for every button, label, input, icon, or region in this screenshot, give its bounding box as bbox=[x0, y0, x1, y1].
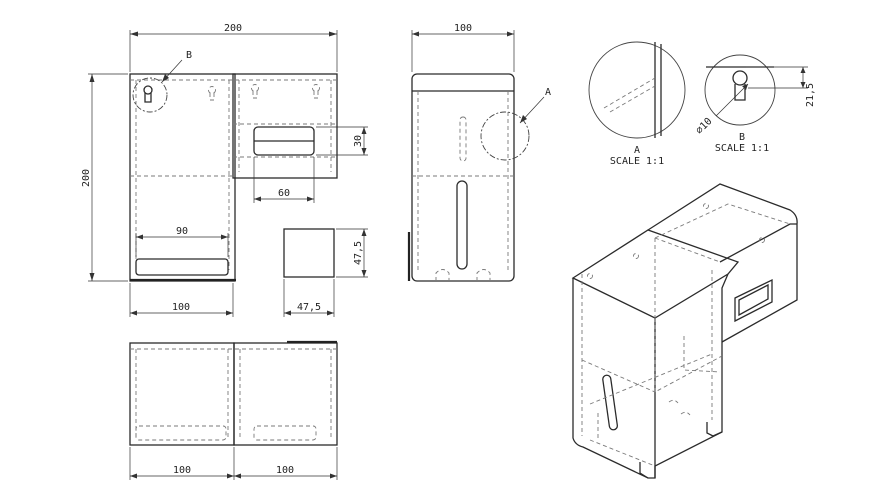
detail-b-view: 21,5 ⌀10 B SCALE 1:1 bbox=[694, 54, 816, 154]
detail-a-view: A SCALE 1:1 bbox=[588, 41, 686, 167]
dim-text-detail-b-diameter: ⌀10 bbox=[694, 116, 715, 137]
cube-square bbox=[283, 228, 335, 278]
callout-b-label: B bbox=[186, 50, 192, 61]
dim-text-front-height: 200 bbox=[81, 169, 92, 187]
detail-a-circle bbox=[480, 111, 530, 161]
dim-text-bottom-right: 100 bbox=[276, 465, 294, 476]
callout-a-label: A bbox=[545, 87, 551, 98]
front-left-panel bbox=[129, 73, 236, 282]
dim-text-bottom-left: 100 bbox=[173, 465, 191, 476]
cube-view: 47,5 47,5 bbox=[283, 228, 368, 317]
dim-text-front-width: 200 bbox=[224, 23, 242, 34]
detail-a-name: A bbox=[634, 145, 640, 156]
dim-front-height: 200 bbox=[81, 73, 128, 282]
dim-text-cube-width: 47,5 bbox=[297, 302, 321, 313]
detail-b-name: B bbox=[739, 132, 745, 143]
iso-front-slot bbox=[734, 278, 773, 323]
side-outline bbox=[411, 73, 515, 282]
bottom-right-panel bbox=[233, 342, 338, 446]
keyhole-hidden-group bbox=[208, 84, 320, 101]
front-tray bbox=[135, 258, 229, 276]
keyhole-left bbox=[143, 85, 153, 103]
bottom-view bbox=[129, 340, 338, 446]
dim-slot-width: 60 bbox=[253, 157, 315, 203]
dim-text-base-width: 100 bbox=[172, 302, 190, 313]
dim-tray-width: 90 bbox=[135, 226, 229, 257]
iso-side-slot bbox=[602, 374, 618, 431]
dim-text-side-width: 100 bbox=[454, 23, 472, 34]
dim-front-width: 200 bbox=[129, 23, 338, 72]
dim-side-width: 100 bbox=[411, 23, 515, 72]
dim-slot-height: 30 bbox=[316, 126, 368, 156]
isometric-view bbox=[571, 183, 798, 479]
detail-a-scale: SCALE 1:1 bbox=[610, 156, 664, 167]
bottom-left-panel bbox=[129, 342, 235, 446]
dim-text-slot-width: 60 bbox=[278, 188, 290, 199]
iso-top-face bbox=[571, 229, 740, 319]
dim-text-tray-width: 90 bbox=[176, 226, 188, 237]
front-right-panel bbox=[232, 73, 338, 179]
dim-text-slot-height: 30 bbox=[353, 135, 364, 147]
detail-b-circle bbox=[132, 77, 168, 113]
side-view bbox=[407, 73, 530, 282]
detail-b-scale: SCALE 1:1 bbox=[715, 143, 769, 154]
dim-text-detail-b-height: 21,5 bbox=[805, 83, 816, 107]
dim-bottom-widths: 100 100 bbox=[129, 447, 338, 480]
front-view bbox=[129, 73, 338, 282]
callout-b: B bbox=[161, 50, 192, 83]
dim-text-cube-height: 47,5 bbox=[353, 241, 364, 265]
side-slot bbox=[456, 180, 468, 270]
dim-base-width: 100 bbox=[129, 283, 234, 317]
callout-a: A bbox=[519, 87, 551, 124]
